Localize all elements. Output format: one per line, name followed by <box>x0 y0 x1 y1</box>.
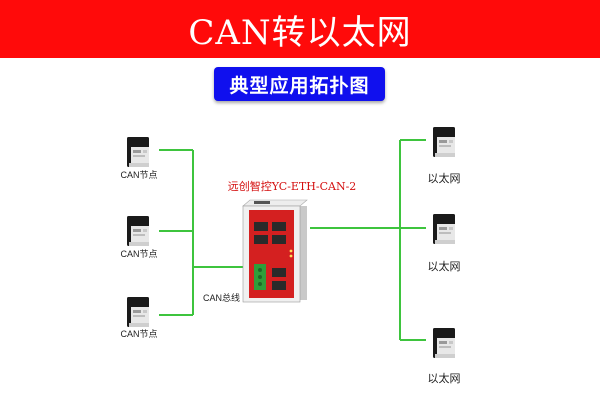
terminal-screw <box>258 275 262 279</box>
status-led <box>289 249 293 253</box>
gateway-model-label: 远创智控YC-ETH-CAN-2 <box>228 179 357 193</box>
eth-port-4 <box>272 235 286 244</box>
eth-node-1: 以太网 <box>428 127 461 185</box>
gateway-top-face <box>242 199 308 207</box>
module-icon <box>433 328 455 358</box>
can-node-3: CAN节点 <box>120 297 158 339</box>
can-node-label: CAN节点 <box>120 170 157 180</box>
can-node-2: CAN节点 <box>120 216 158 259</box>
eth-node-3: 以太网 <box>428 328 461 385</box>
eth-node-2: 以太网 <box>428 214 461 273</box>
module-icon <box>433 127 455 157</box>
terminal-screw <box>258 282 262 286</box>
gateway-brand-plate <box>254 201 270 204</box>
terminal-screw <box>258 268 262 272</box>
title-banner: CAN转以太网 <box>0 0 600 58</box>
eth-port-3 <box>254 235 268 244</box>
subtitle-box: 典型应用拓扑图 <box>214 67 385 101</box>
eth-node-label: 以太网 <box>428 172 461 185</box>
subtitle: 典型应用拓扑图 <box>229 74 370 97</box>
eth-port-1 <box>254 222 268 231</box>
can-bus-label: CAN总线 <box>203 292 240 303</box>
gateway-side-face <box>300 206 307 300</box>
eth-node-label: 以太网 <box>428 260 461 273</box>
status-led <box>289 254 293 258</box>
module-icon <box>127 216 149 246</box>
can-node-label: CAN节点 <box>120 329 157 339</box>
can-node-1: CAN节点 <box>120 137 158 180</box>
can-bus-lines <box>159 149 252 316</box>
module-icon <box>433 214 455 244</box>
page-title: CAN转以太网 <box>188 12 412 53</box>
eth-port-5 <box>272 268 286 277</box>
eth-port-6 <box>272 281 286 290</box>
ethernet-lines <box>310 139 426 341</box>
module-icon <box>127 297 149 327</box>
gateway-device <box>242 199 308 303</box>
can-node-label: CAN节点 <box>120 249 157 259</box>
module-icon <box>127 137 149 167</box>
eth-node-label: 以太网 <box>428 372 461 385</box>
eth-port-2 <box>272 222 286 231</box>
